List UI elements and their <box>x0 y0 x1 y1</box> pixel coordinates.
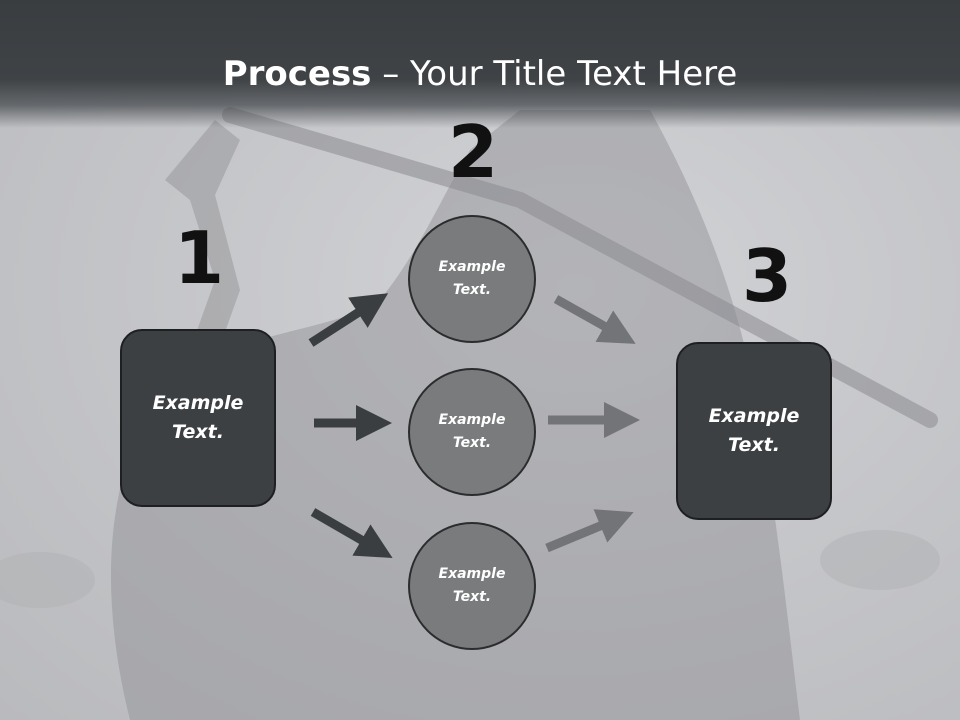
step-number-2: 2 <box>447 110 499 194</box>
step-1-text-line1: Example <box>152 392 244 414</box>
step-1-text-line2: Text. <box>172 421 224 443</box>
slide-title: Process – Your Title Text Here <box>0 54 960 94</box>
step-number-3: 3 <box>741 234 793 318</box>
step-3-text-line1: Example <box>708 405 800 427</box>
circle-top-text-line1: Example <box>438 259 506 275</box>
circle-bottom-text-line2: Text. <box>452 589 492 605</box>
arrow-top-to-step3 <box>553 295 636 344</box>
arrow-step1-to-bottom <box>310 508 393 559</box>
step-3-text-line2: Text. <box>728 434 780 456</box>
circle-middle-text-line2: Text. <box>452 435 492 451</box>
step-2-circle-middle: Example Text. <box>408 368 536 496</box>
circle-top-text-line2: Text. <box>452 282 492 298</box>
title-bar <box>0 0 960 128</box>
step-2-circle-top: Example Text. <box>408 215 536 343</box>
title-bold: Process <box>222 54 372 94</box>
title-rest: – Your Title Text Here <box>371 54 738 94</box>
step-2-circle-bottom: Example Text. <box>408 522 536 650</box>
step-1-box: Example Text. <box>120 329 276 507</box>
arrow-step1-to-top <box>308 293 389 347</box>
step-3-box: Example Text. <box>676 342 832 520</box>
arrow-bottom-to-step3 <box>545 509 634 553</box>
step-number-1: 1 <box>173 216 225 300</box>
circle-middle-text-line1: Example <box>438 412 506 428</box>
circle-bottom-text-line1: Example <box>438 566 506 582</box>
